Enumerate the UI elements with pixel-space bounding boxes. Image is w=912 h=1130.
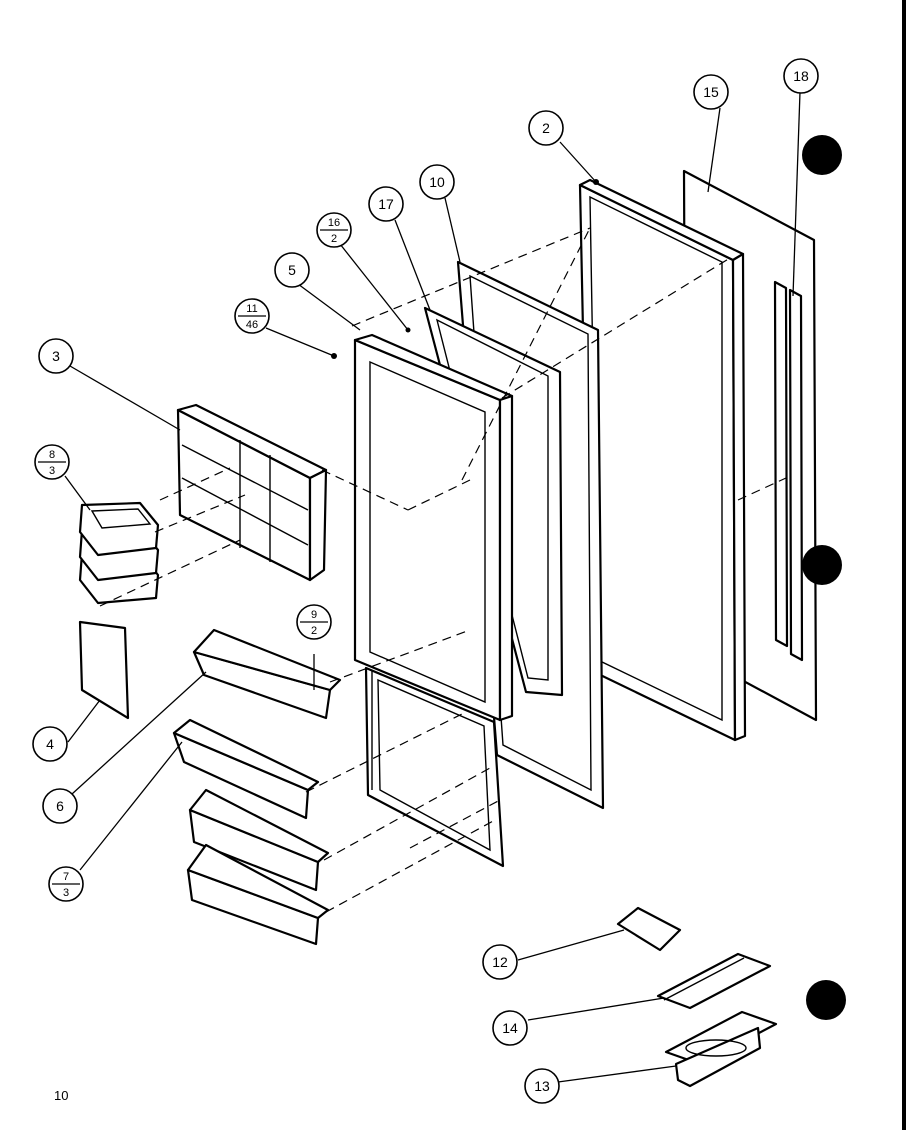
- callout-9-2: 9 2: [296, 604, 332, 640]
- callout-8-3: 8 3: [34, 444, 70, 480]
- part-18-trim-strips: [773, 280, 804, 662]
- callout-11-46-bottom: 46: [246, 319, 258, 331]
- callout-18: 18: [783, 58, 819, 94]
- part-2-door-panel: [578, 178, 747, 742]
- callout-16-2: 16 2: [316, 212, 352, 248]
- page-number: 10: [54, 1088, 69, 1103]
- part-12-tray: [616, 906, 682, 952]
- scan-edge-bar: [902, 0, 906, 1130]
- callout-14: 14: [492, 1010, 528, 1046]
- callout-10-label: 10: [429, 174, 445, 190]
- callout-4-label: 4: [46, 736, 54, 752]
- callout-5-label: 5: [288, 262, 296, 278]
- callout-14-label: 14: [502, 1020, 518, 1036]
- callout-17-label: 17: [378, 196, 394, 212]
- callout-16-2-bottom: 2: [331, 233, 337, 245]
- callout-13-label: 13: [534, 1078, 550, 1094]
- callout-7-3-bottom: 3: [63, 887, 69, 899]
- callout-5: 5: [274, 252, 310, 288]
- callout-11-46-top: 11: [246, 303, 257, 315]
- fastener-dots: [331, 179, 599, 359]
- callout-7-3-top: 7: [63, 871, 69, 883]
- callout-9-2-bottom: 2: [311, 625, 317, 637]
- part-6-door-bin: [192, 628, 342, 720]
- callout-9-2-top: 9: [311, 609, 317, 621]
- callout-10: 10: [419, 164, 455, 200]
- assembly-lines: [99, 227, 787, 913]
- part-13-ice-bin: [664, 1010, 778, 1088]
- callout-8-3-top: 8: [49, 449, 55, 461]
- callout-2-label: 2: [542, 120, 550, 136]
- callout-4: 4: [32, 726, 68, 762]
- callout-18-label: 18: [793, 68, 809, 84]
- callout-8-3-bottom: 3: [49, 465, 55, 477]
- callout-3: 3: [38, 338, 74, 374]
- registration-marks: [802, 135, 846, 1020]
- part-4-cover: [78, 620, 130, 720]
- callout-7-3: 7 3: [48, 866, 84, 902]
- callout-6-label: 6: [56, 798, 64, 814]
- part-8-containers: [78, 501, 160, 605]
- leader-lines: [64, 91, 801, 1083]
- callout-12-label: 12: [492, 954, 508, 970]
- part-7-door-bins: [172, 718, 330, 946]
- callout-12: 12: [482, 944, 518, 980]
- callout-2: 2: [528, 110, 564, 146]
- callout-15: 15: [693, 74, 729, 110]
- callout-6: 6: [42, 788, 78, 824]
- callout-11-46: 11 46: [234, 298, 270, 334]
- part-14-ice-tray: [656, 952, 772, 1010]
- callout-17: 17: [368, 186, 404, 222]
- callout-15-label: 15: [703, 84, 719, 100]
- callout-16-2-top: 16: [328, 217, 340, 229]
- door-liner: [353, 333, 514, 868]
- part-3-shelf-rack: [176, 403, 328, 582]
- callout-3-label: 3: [52, 348, 60, 364]
- callout-13: 13: [524, 1068, 560, 1104]
